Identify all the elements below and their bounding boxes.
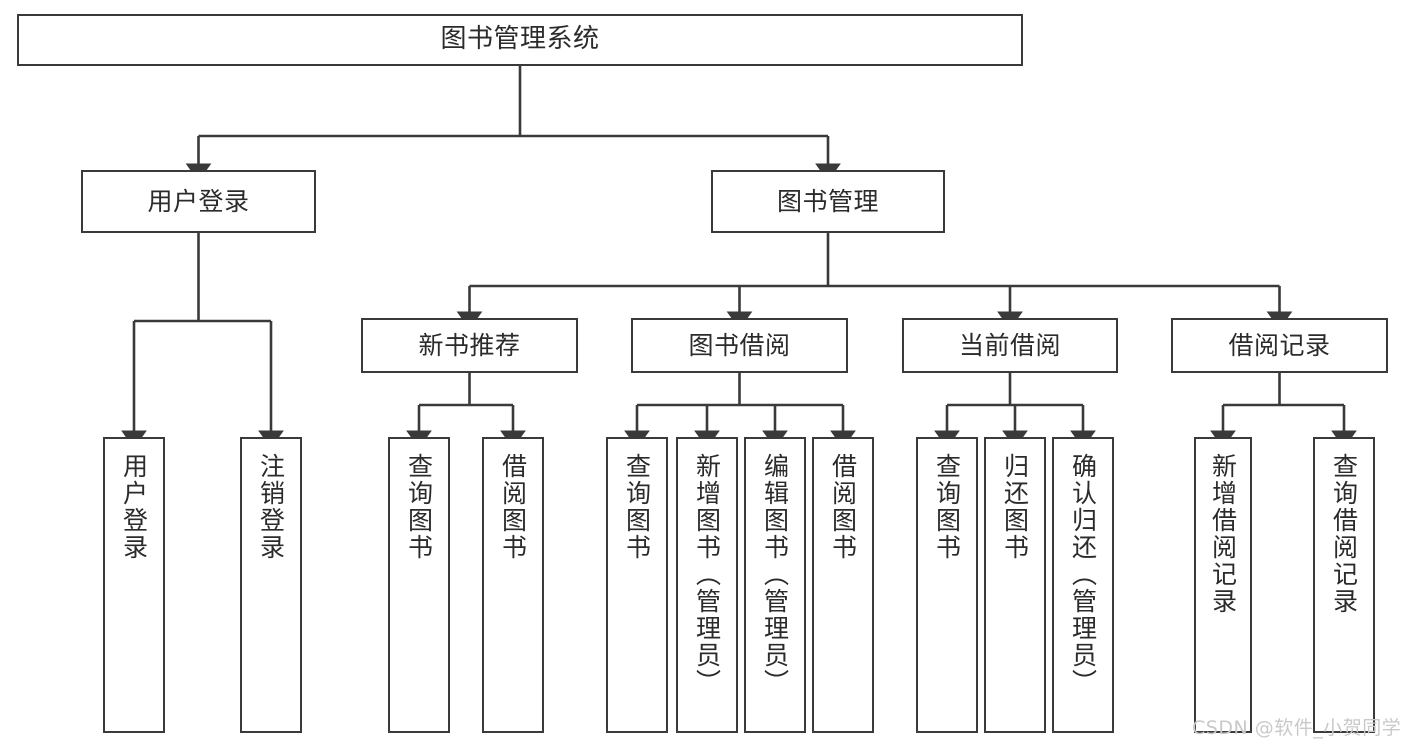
node-label: 新增借阅记录 xyxy=(1208,453,1238,615)
node-label: 查询图书 xyxy=(932,453,962,561)
node-label: 新增图书（管理员） xyxy=(692,453,722,696)
node-leaf-logout[interactable]: 注销登录 xyxy=(240,437,302,733)
node-leaf-user-login[interactable]: 用户登录 xyxy=(103,437,165,733)
csdn-watermark: CSDN @软件_小贺同学 xyxy=(1192,717,1402,739)
node-leaf-borrow-book-recommendation[interactable]: 借阅图书 xyxy=(482,437,544,733)
node-borrow-record[interactable]: 借阅记录 xyxy=(1171,318,1388,373)
node-root-system[interactable]: 图书管理系统 xyxy=(17,14,1023,66)
node-leaf-query-book-current[interactable]: 查询图书 xyxy=(916,437,978,733)
node-label: 借阅图书 xyxy=(828,453,858,561)
node-label: 新书推荐 xyxy=(418,330,521,360)
node-book-borrow[interactable]: 图书借阅 xyxy=(631,318,848,373)
node-label: 查询图书 xyxy=(622,453,652,561)
node-leaf-query-book-recommendation[interactable]: 查询图书 xyxy=(388,437,450,733)
node-leaf-confirm-return[interactable]: 确认归还（管理员） xyxy=(1052,437,1114,733)
node-label: 查询图书 xyxy=(404,453,434,561)
node-label: 注销登录 xyxy=(256,453,286,561)
node-current-borrow[interactable]: 当前借阅 xyxy=(902,318,1118,373)
node-label: 归还图书 xyxy=(1000,453,1030,561)
node-label: 图书管理系统 xyxy=(440,24,600,55)
node-label: 用户登录 xyxy=(119,453,149,561)
node-user-login[interactable]: 用户登录 xyxy=(81,170,316,233)
node-leaf-return-book[interactable]: 归还图书 xyxy=(984,437,1046,733)
node-label: 借阅记录 xyxy=(1228,330,1331,360)
node-label: 确认归还（管理员） xyxy=(1068,453,1098,696)
node-leaf-add-borrow-record[interactable]: 新增借阅记录 xyxy=(1194,437,1252,733)
node-leaf-query-book-borrow[interactable]: 查询图书 xyxy=(606,437,668,733)
node-leaf-edit-book[interactable]: 编辑图书（管理员） xyxy=(744,437,806,733)
node-label: 图书借阅 xyxy=(688,330,791,360)
node-leaf-add-book[interactable]: 新增图书（管理员） xyxy=(676,437,738,733)
node-label: 编辑图书（管理员） xyxy=(760,453,790,696)
node-label: 借阅图书 xyxy=(498,453,528,561)
node-book-management[interactable]: 图书管理 xyxy=(711,170,945,233)
node-label: 当前借阅 xyxy=(958,330,1061,360)
node-label: 查询借阅记录 xyxy=(1329,453,1359,615)
node-label: 用户登录 xyxy=(147,186,250,216)
node-leaf-query-borrow-record[interactable]: 查询借阅记录 xyxy=(1313,437,1375,733)
node-new-book-recommendation[interactable]: 新书推荐 xyxy=(361,318,578,373)
node-label: 图书管理 xyxy=(776,186,879,216)
node-leaf-borrow-book[interactable]: 借阅图书 xyxy=(812,437,874,733)
